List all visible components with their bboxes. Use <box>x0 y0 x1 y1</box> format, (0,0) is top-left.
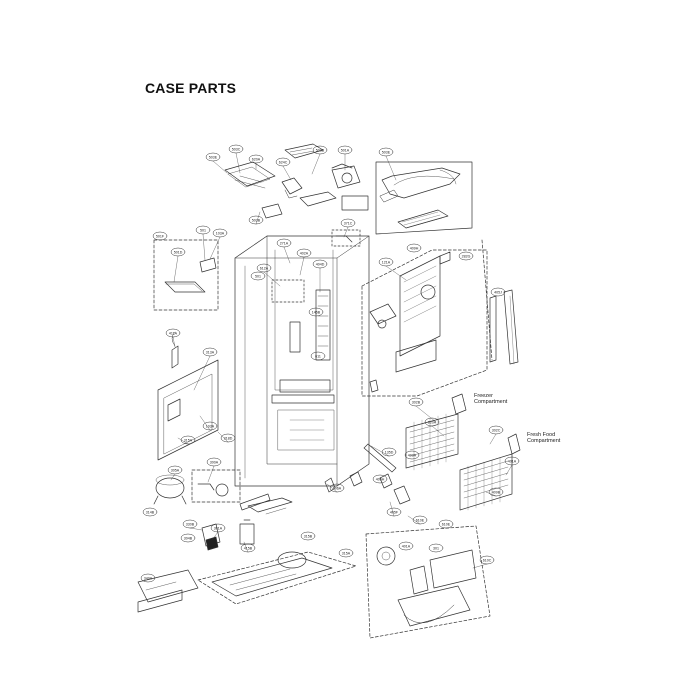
freezer-compartment-label: Freezer Compartment <box>474 393 508 405</box>
svg-text:103A: 103A <box>206 424 215 428</box>
svg-text:610C: 610C <box>483 558 492 562</box>
svg-text:503E: 503E <box>209 155 218 159</box>
svg-text:503B: 503B <box>252 218 261 222</box>
svg-text:302C: 302C <box>492 428 501 432</box>
main-cabinet <box>234 229 370 487</box>
svg-text:402A: 402A <box>300 251 309 255</box>
svg-text:302B: 302B <box>412 400 421 404</box>
svg-text:620A: 620A <box>252 157 261 161</box>
svg-text:103A: 103A <box>216 231 225 235</box>
svg-text:401A: 401A <box>508 459 517 463</box>
svg-text:371C: 371C <box>344 221 353 225</box>
svg-text:501A: 501A <box>341 148 350 152</box>
callout-markers <box>140 144 520 583</box>
svg-text:145B: 145B <box>312 310 321 314</box>
svg-text:405H: 405H <box>376 477 385 481</box>
svg-text:405F: 405F <box>390 510 399 514</box>
evaporator-panel-group <box>361 249 488 397</box>
svg-text:620A: 620A <box>428 420 437 424</box>
svg-text:501: 501 <box>255 274 261 278</box>
svg-text:624C: 624C <box>279 160 288 164</box>
svg-text:409H: 409H <box>410 246 419 250</box>
upper-right-duct-group <box>375 161 473 235</box>
svg-text:315A: 315A <box>342 551 351 555</box>
svg-text:409B: 409B <box>492 490 501 494</box>
page-title: CASE PARTS <box>145 80 237 96</box>
freezer-evaporator-coil <box>405 393 467 471</box>
svg-text:315B: 315B <box>304 534 313 538</box>
svg-text:503C: 503C <box>232 147 241 151</box>
svg-text:314B: 314B <box>146 510 155 514</box>
svg-text:401A: 401A <box>402 544 411 548</box>
compressor-group <box>153 469 255 551</box>
gasket-strips <box>481 239 519 365</box>
svg-text:330B: 330B <box>186 522 195 526</box>
svg-text:404D: 404D <box>316 262 325 266</box>
misc-strip-parts <box>239 379 397 511</box>
svg-text:271A: 271A <box>280 241 289 245</box>
svg-text:411A: 411A <box>169 331 178 335</box>
leader-lines <box>170 152 513 569</box>
svg-text:121A: 121A <box>382 260 391 264</box>
svg-text:611: 611 <box>315 354 321 358</box>
svg-text:409A: 409A <box>408 453 417 457</box>
svg-text:313A: 313A <box>206 350 215 354</box>
svg-text:349A: 349A <box>144 576 153 580</box>
svg-text:503E: 503E <box>382 150 391 154</box>
svg-text:501: 501 <box>200 228 206 232</box>
svg-text:304B: 304B <box>184 536 193 540</box>
svg-text:612A: 612A <box>260 266 269 270</box>
fresh-food-compartment-label: Fresh Food Compartment <box>527 432 561 444</box>
svg-text:610E: 610E <box>442 522 451 526</box>
svg-text:301A: 301A <box>214 526 223 530</box>
left-tray-group <box>153 239 219 311</box>
svg-text:301: 301 <box>433 546 439 550</box>
svg-text:405J: 405J <box>494 290 502 294</box>
fresh-food-evaporator-coil <box>459 433 521 511</box>
svg-text:503B: 503B <box>316 148 325 152</box>
svg-text:610E: 610E <box>416 518 425 522</box>
callout-text: 503E 503C 620A 624C 503B 501A 503E 371C 503B… <box>144 147 517 580</box>
svg-text:135D: 135D <box>385 450 394 454</box>
svg-text:415B: 415B <box>244 546 253 550</box>
svg-text:282G: 282G <box>462 254 471 258</box>
top-parts-group <box>224 143 369 219</box>
svg-text:318D: 318D <box>224 436 233 440</box>
svg-text:305A: 305A <box>171 468 180 472</box>
svg-text:315A: 315A <box>184 438 193 442</box>
svg-text:106A: 106A <box>333 486 342 490</box>
fan-cover-group <box>365 473 491 639</box>
svg-text:501D: 501D <box>174 250 183 254</box>
base-compartment <box>137 497 357 613</box>
svg-text:501F: 501F <box>156 234 165 238</box>
svg-text:300A: 300A <box>210 460 219 464</box>
